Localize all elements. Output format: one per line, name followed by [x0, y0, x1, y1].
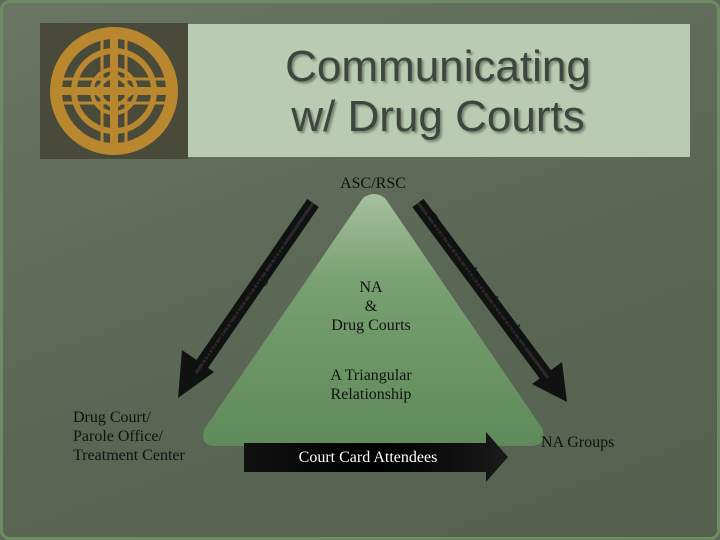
left-edge-arrow — [178, 199, 319, 398]
triangle-shape — [203, 194, 544, 446]
left-node-line: Drug Court/ — [73, 409, 151, 426]
center-line: & — [364, 298, 378, 315]
left-node-label: Drug Court/ Parole Office/ Treatment Cen… — [73, 408, 223, 465]
left-node-line: Treatment Center — [73, 447, 185, 464]
relationship-label: A Triangular Relationship — [306, 366, 436, 404]
title-panel — [186, 24, 690, 157]
right-node-label: NA Groups — [541, 434, 615, 451]
center-line: Drug Courts — [331, 317, 411, 334]
title-line-1: Communicating — [285, 42, 591, 91]
center-line: NA — [359, 279, 383, 296]
right-edge-arrow — [412, 198, 567, 402]
relationship-line: Relationship — [330, 386, 412, 403]
left-node-line: Parole Office/ — [73, 428, 163, 445]
title-line-2: w/ Drug Courts — [291, 92, 585, 141]
relationship-line: A Triangular — [330, 367, 412, 384]
slide-title: Communicating w/ Drug Courts — [186, 42, 690, 142]
bottom-edge-arrow — [244, 432, 508, 482]
na-logo-icon — [40, 23, 188, 159]
bottom-edge-label: Court Card Attendees — [298, 449, 438, 466]
top-node-label: ASC/RSC — [340, 175, 406, 192]
center-label: NA & Drug Courts — [306, 278, 436, 335]
